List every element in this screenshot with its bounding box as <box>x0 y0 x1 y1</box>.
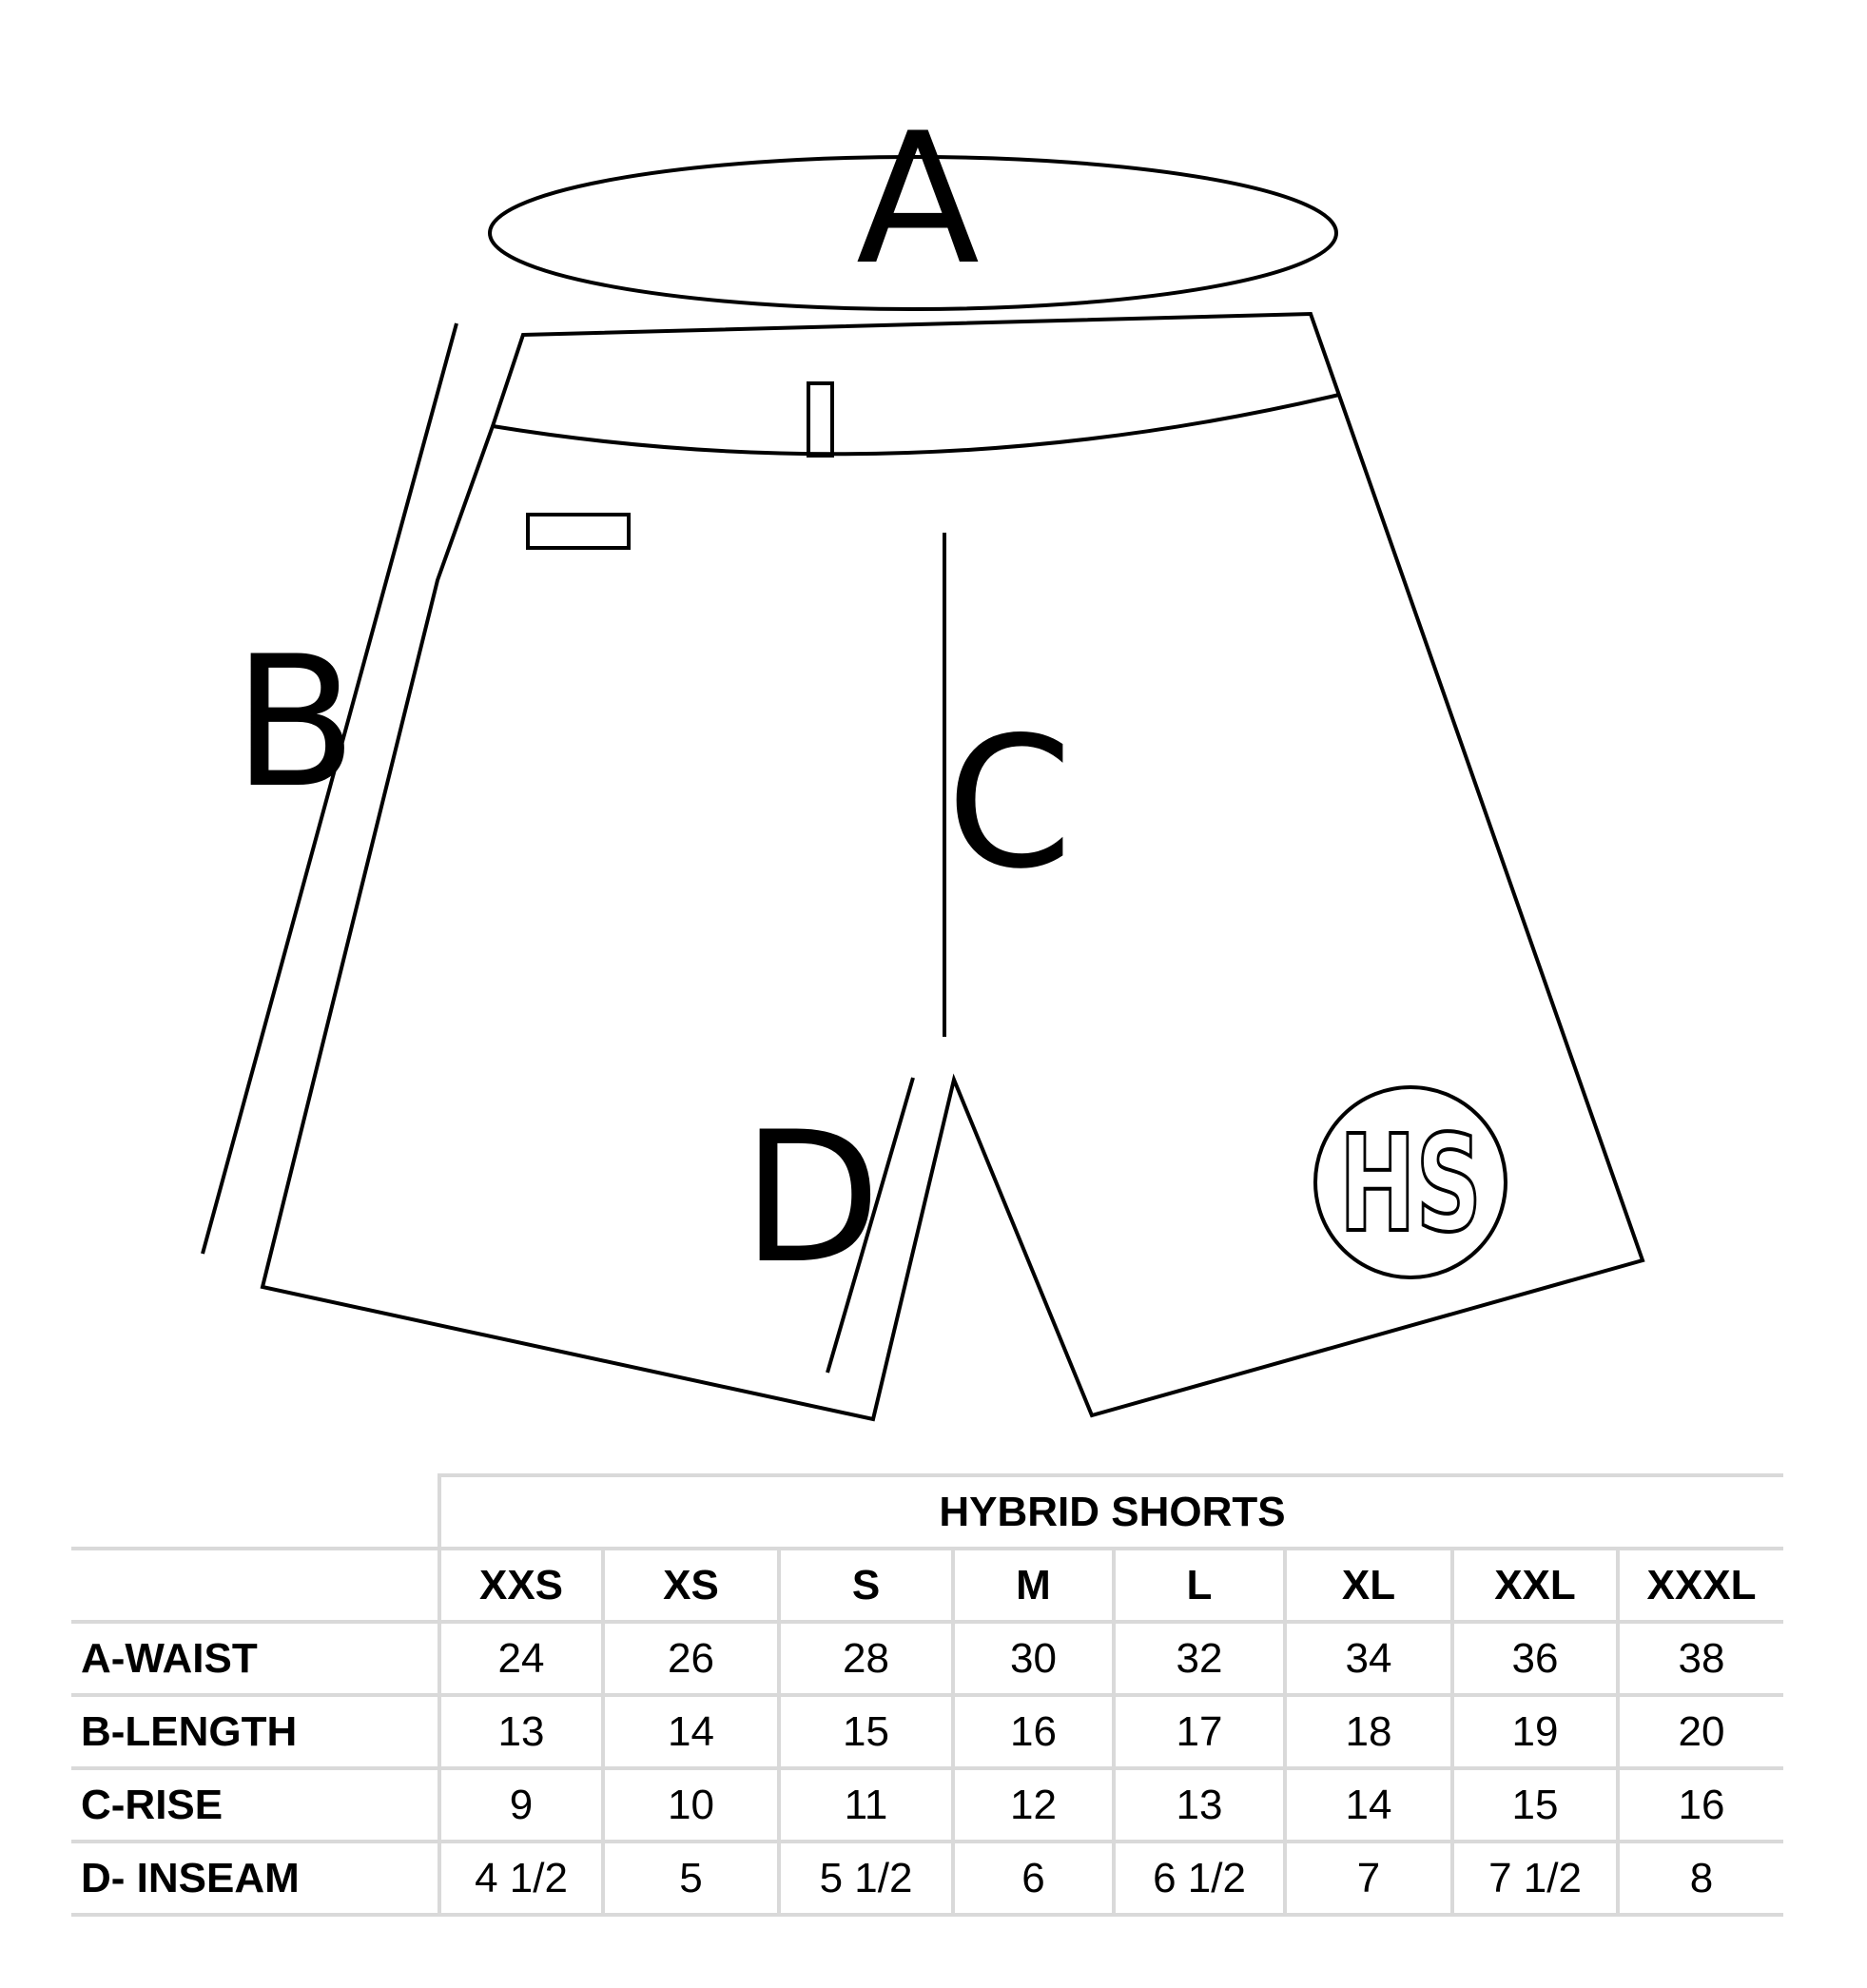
table-cell: 9 <box>438 1766 605 1843</box>
size-header: XXL <box>1450 1547 1620 1624</box>
dimension-label-d: D <box>742 1093 881 1303</box>
table-cell: 18 <box>1283 1693 1454 1770</box>
table-cell: 15 <box>1450 1766 1620 1843</box>
table-row: C-RISE 9 10 11 12 13 14 15 16 <box>71 1766 1783 1843</box>
table-cell: 16 <box>951 1693 1116 1770</box>
row-label: A-WAIST <box>71 1620 441 1697</box>
waist-ellipse <box>488 155 1338 311</box>
table-cell: 6 1/2 <box>1112 1840 1287 1917</box>
table-cell: 24 <box>438 1620 605 1697</box>
belt-loop <box>807 381 834 458</box>
table-title-row: HYBRID SHORTS <box>71 1473 1783 1550</box>
waistband-line <box>492 393 1340 457</box>
size-header: M <box>951 1547 1116 1624</box>
table-cell: 16 <box>1616 1766 1783 1843</box>
table-cell: 10 <box>601 1766 781 1843</box>
hs-logo-text: HS <box>1339 1107 1482 1262</box>
dimension-label-b: B <box>233 617 357 828</box>
size-header-row: XXS XS S M L XL XXL XXXL <box>71 1547 1783 1624</box>
table-cell: 7 1/2 <box>1450 1840 1620 1917</box>
shorts-outline <box>260 311 1645 1422</box>
table-cell: 13 <box>438 1693 605 1770</box>
row-label: D- INSEAM <box>71 1840 441 1917</box>
dimension-label-c: C <box>946 698 1073 908</box>
dimension-label-a: A <box>856 94 980 304</box>
table-cell: 20 <box>1616 1693 1783 1770</box>
row-label: B-LENGTH <box>71 1693 441 1770</box>
table-row: D- INSEAM 4 1/2 5 5 1/2 6 6 1/2 7 7 1/2 … <box>71 1840 1783 1917</box>
table-cell: 34 <box>1283 1620 1454 1697</box>
size-header: XL <box>1283 1547 1454 1624</box>
table-cell: 32 <box>1112 1620 1287 1697</box>
size-header: S <box>777 1547 955 1624</box>
table-corner <box>71 1475 441 1550</box>
table-cell: 5 1/2 <box>777 1840 955 1917</box>
table-cell: 4 1/2 <box>438 1840 605 1917</box>
size-header: XXXL <box>1616 1547 1783 1624</box>
size-header-corner <box>71 1547 441 1624</box>
pocket-flap <box>526 513 631 550</box>
table-cell: 14 <box>601 1693 781 1770</box>
table-cell: 6 <box>951 1840 1116 1917</box>
table-cell: 14 <box>1283 1766 1454 1843</box>
length-line <box>201 322 458 1255</box>
table-cell: 5 <box>601 1840 781 1917</box>
table-cell: 11 <box>777 1766 955 1843</box>
table-row: A-WAIST 24 26 28 30 32 34 36 38 <box>71 1620 1783 1697</box>
size-chart-table: HYBRID SHORTS XXS XS S M L XL XXL XXXL A… <box>71 1473 1783 1917</box>
inseam-line <box>826 1077 915 1374</box>
table-cell: 13 <box>1112 1766 1287 1843</box>
row-label: C-RISE <box>71 1766 441 1843</box>
table-cell: 17 <box>1112 1693 1287 1770</box>
table-cell: 19 <box>1450 1693 1620 1770</box>
hs-logo: HS <box>1313 1085 1507 1279</box>
table-cell: 26 <box>601 1620 781 1697</box>
table-cell: 36 <box>1450 1620 1620 1697</box>
table-cell: 28 <box>777 1620 955 1697</box>
size-header: XXS <box>438 1547 605 1624</box>
hs-logo-circle <box>1313 1085 1507 1279</box>
size-header: XS <box>601 1547 781 1624</box>
table-cell: 8 <box>1616 1840 1783 1917</box>
table-row: B-LENGTH 13 14 15 16 17 18 19 20 <box>71 1693 1783 1770</box>
table-cell: 38 <box>1616 1620 1783 1697</box>
table-cell: 12 <box>951 1766 1116 1843</box>
table-cell: 7 <box>1283 1840 1454 1917</box>
size-header: L <box>1112 1547 1287 1624</box>
table-title: HYBRID SHORTS <box>438 1473 1783 1550</box>
table-cell: 15 <box>777 1693 955 1770</box>
shorts-diagram: A C B D HS <box>201 94 1645 1422</box>
table-cell: 30 <box>951 1620 1116 1697</box>
